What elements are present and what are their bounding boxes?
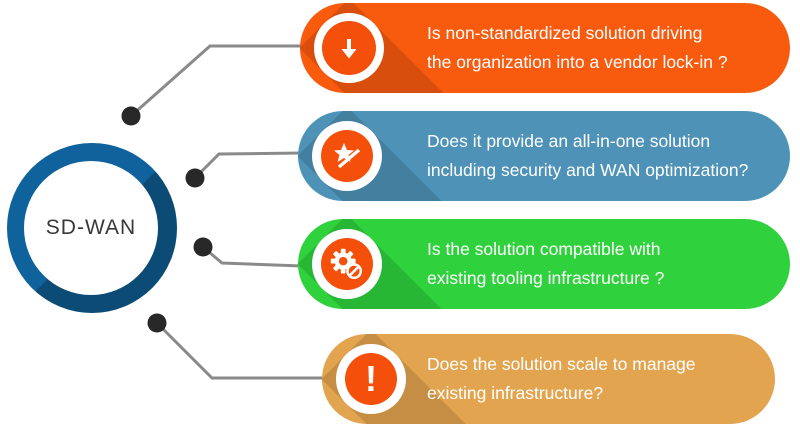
banner-line: Does the solution scale to manage xyxy=(427,354,696,374)
connector-dot-1 xyxy=(121,106,141,126)
banner-compatibility: Is the solution compatible with existing… xyxy=(298,219,790,309)
banner-text: Is the solution compatible with existing… xyxy=(298,235,664,293)
hub-label: SD-WAN xyxy=(45,216,137,239)
connector-line-3 xyxy=(202,245,303,268)
connector-line-2 xyxy=(193,151,303,180)
connector-line-1 xyxy=(130,44,304,118)
sdwan-hub: SD-WAN xyxy=(7,143,177,313)
connector-dot-2 xyxy=(185,168,205,188)
connector-line-4 xyxy=(155,321,328,380)
banner-scalability: Does the solution scale to manage existi… xyxy=(322,334,775,424)
banner-line: the organization into a vendor lock-in ? xyxy=(427,52,728,72)
banner-text: Is non-standardized solution driving the… xyxy=(300,19,728,77)
banner-all-in-one: Does it provide an all-in-one solution i… xyxy=(298,111,790,201)
gear-blocked-icon xyxy=(312,229,382,299)
banner-text: Does it provide an all-in-one solution i… xyxy=(298,127,748,185)
banner-line: Is the solution compatible with xyxy=(427,239,661,259)
banner-line: including security and WAN optimization? xyxy=(427,160,749,180)
hub-inner-circle: SD-WAN xyxy=(24,161,158,295)
banner-vendor-lockin: Is non-standardized solution driving the… xyxy=(300,3,790,93)
arrow-down-icon xyxy=(314,13,384,83)
banner-line: Does it provide an all-in-one solution xyxy=(427,131,711,151)
banner-line: existing infrastructure? xyxy=(427,383,604,403)
connector-dot-3 xyxy=(193,237,213,257)
banner-line: existing tooling infrastructure ? xyxy=(427,268,665,288)
banner-line: Is non-standardized solution driving xyxy=(427,23,703,43)
shooting-star-icon xyxy=(312,121,382,191)
exclamation-icon xyxy=(336,344,406,414)
connector-dot-4 xyxy=(147,313,167,333)
banner-text: Does the solution scale to manage existi… xyxy=(322,350,696,408)
